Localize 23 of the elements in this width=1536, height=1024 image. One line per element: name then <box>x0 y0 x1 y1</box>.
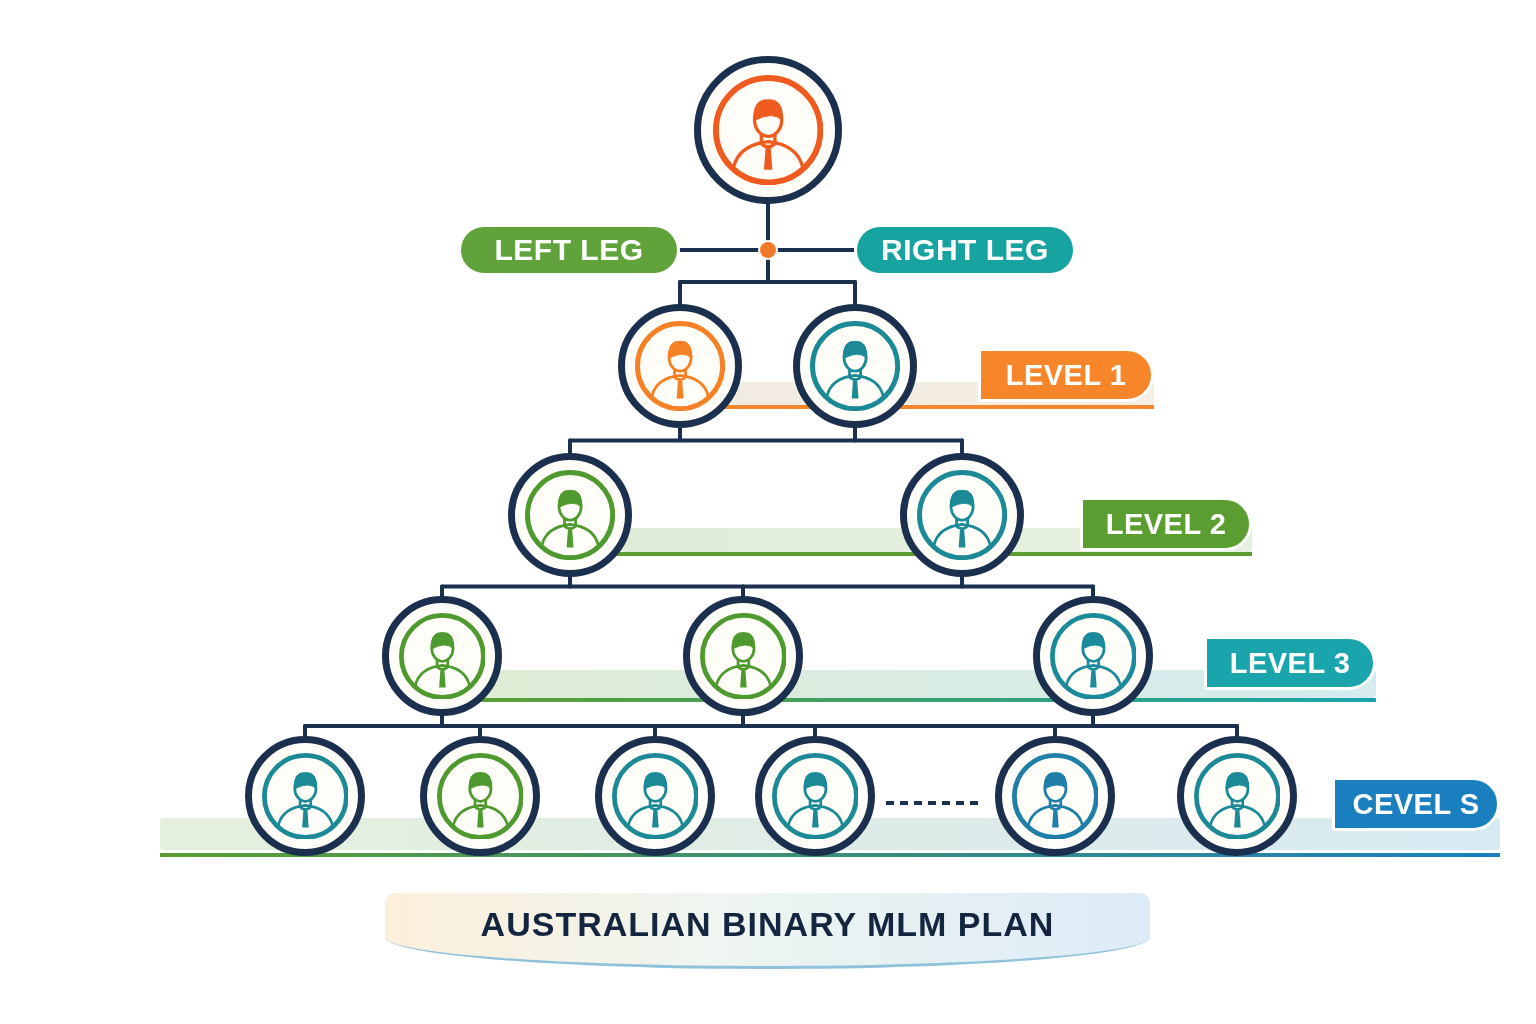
level-tag <box>1332 777 1500 831</box>
junction-dot <box>758 240 778 260</box>
level-tag <box>1204 636 1376 690</box>
connector-line <box>766 202 770 242</box>
connector-line <box>568 438 572 455</box>
connector-line <box>440 584 444 598</box>
level-tag <box>978 348 1154 402</box>
level-label: CEVEL S <box>1352 787 1480 821</box>
connector-line <box>853 280 857 306</box>
connector-line <box>303 724 307 738</box>
level-tag <box>1080 497 1252 551</box>
connector-line <box>741 584 745 598</box>
leg-label: LEFT LEG <box>494 233 644 267</box>
level-label: LEVEL 1 <box>1005 358 1127 392</box>
connector-line <box>678 248 760 252</box>
connector-line <box>678 280 682 306</box>
connector-line <box>1235 724 1239 738</box>
level-label: LEVEL 3 <box>1229 646 1351 680</box>
caption-banner: AUSTRALIAN BINARY MLM PLAN <box>385 893 1150 969</box>
connector-line <box>1091 584 1095 598</box>
leg-label: RIGHT LEG <box>881 233 1049 267</box>
connector-line <box>776 248 856 252</box>
level-label: LEVEL 2 <box>1105 507 1227 541</box>
